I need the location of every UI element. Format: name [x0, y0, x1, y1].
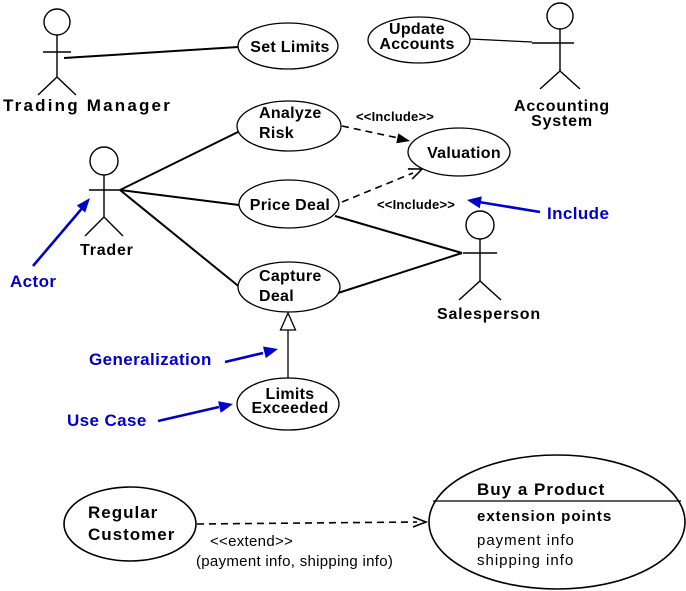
include-arrow-price-deal-valuation — [341, 172, 414, 203]
annotation-label-generalization: Generalization — [89, 350, 212, 369]
stereotype-include-analyze-risk: <<Include>> — [356, 109, 434, 124]
use-case-label-valuation: Valuation — [427, 145, 501, 162]
actor-label-salesperson: Salesperson — [437, 306, 541, 323]
use-case-label-set-limits: Set Limits — [250, 39, 329, 56]
annotation-arrow-generalization — [224, 351, 264, 364]
use-case-label-analyze-risk-line2: Risk — [259, 125, 294, 142]
use-case-label-limits-exceeded-line2: Exceeded — [251, 400, 328, 417]
stick-figure-trading-manager-icon — [37, 8, 77, 96]
use-case-ellipse-buy-a-product — [428, 454, 686, 590]
association-update-accounts-accounting-system — [469, 38, 533, 43]
use-case-label-analyze-risk-line1: Analyze — [259, 105, 322, 122]
stereotype-include-price-deal: <<Include>> — [377, 197, 455, 212]
use-case-label-limits-exceeded-line1: Limits — [266, 386, 315, 403]
annotation-arrowhead-actor — [76, 198, 90, 213]
stick-figure-head — [89, 146, 119, 176]
annotation-arrow-include — [478, 200, 541, 214]
actor-label-accounting-system-line1: Accounting — [514, 98, 610, 115]
annotation-label-include: Include — [547, 204, 609, 223]
stereotype-extend-parameters: (payment info, shipping info) — [196, 553, 393, 570]
actor-label-accounting-system-line2: System — [531, 113, 593, 130]
use-case-label-regular-customer-line2: Customer — [88, 525, 175, 544]
use-case-ellipse-valuation — [407, 127, 511, 177]
extension-points-header: extension points — [477, 508, 612, 525]
stick-figure-legs — [37, 76, 77, 96]
stick-figure-head — [546, 2, 574, 30]
include-arrowhead-analyze-risk — [396, 133, 410, 144]
extend-arrow-regular-customer-buy-a-product — [196, 521, 418, 525]
annotation-arrow-actor — [32, 205, 85, 267]
use-case-label-capture-deal-line2: Deal — [259, 288, 294, 305]
association-trading-manager-set-limits — [63, 46, 239, 59]
association-price-deal-salesperson — [334, 215, 463, 254]
actor-label-trading-manager: Trading Manager — [3, 96, 172, 115]
annotation-label-actor: Actor — [10, 272, 56, 291]
use-case-label-capture-deal-line1: Capture — [259, 268, 322, 285]
use-case-ellipse-regular-customer — [63, 486, 197, 562]
extension-point-payment-info: payment info — [477, 532, 575, 549]
association-trader-analyze-risk — [119, 130, 241, 191]
use-case-label-update-accounts-line2: Accounts — [379, 36, 454, 53]
annotation-label-use-case: Use Case — [67, 411, 147, 430]
stick-figure-legs — [458, 280, 502, 301]
use-case-ellipse-update-accounts — [367, 16, 471, 64]
stick-figure-trader-icon — [84, 146, 124, 237]
stick-figure-salesperson-icon — [458, 210, 502, 301]
extension-point-shipping-info: shipping info — [477, 552, 574, 569]
stick-figure-legs — [539, 70, 581, 90]
include-arrow-analyze-risk-valuation — [341, 125, 404, 140]
association-trader-capture-deal — [119, 189, 243, 290]
generalization-triangle-icon — [279, 311, 297, 331]
annotation-arrowhead-use-case — [218, 401, 233, 413]
stereotype-extend: <<extend>> — [210, 533, 293, 550]
use-case-ellipse-set-limits — [237, 22, 339, 70]
use-case-ellipse-analyze-risk — [236, 100, 342, 152]
use-case-ellipse-limits-exceeded — [236, 377, 340, 431]
use-case-label-buy-a-product: Buy a Product — [477, 480, 605, 499]
stick-figure-head — [43, 8, 71, 36]
use-case-label-price-deal: Price Deal — [250, 197, 330, 214]
annotation-arrow-use-case — [157, 405, 220, 423]
annotation-arrowhead-generalization — [263, 346, 278, 359]
actor-label-trader: Trader — [80, 242, 134, 259]
association-capture-deal-salesperson — [337, 252, 463, 294]
extend-arrowhead — [412, 516, 429, 528]
use-case-label-regular-customer-line1: Regular — [88, 503, 158, 522]
use-case-ellipse-price-deal — [238, 179, 340, 229]
stick-figure-legs — [84, 216, 124, 237]
annotation-arrowhead-include — [467, 196, 482, 209]
association-trader-price-deal — [119, 189, 240, 206]
use-case-ellipse-capture-deal — [237, 261, 341, 313]
stick-figure-head — [465, 210, 495, 240]
stick-figure-accounting-system-icon — [532, 2, 581, 90]
use-case-label-update-accounts-line1: Update — [389, 21, 445, 38]
